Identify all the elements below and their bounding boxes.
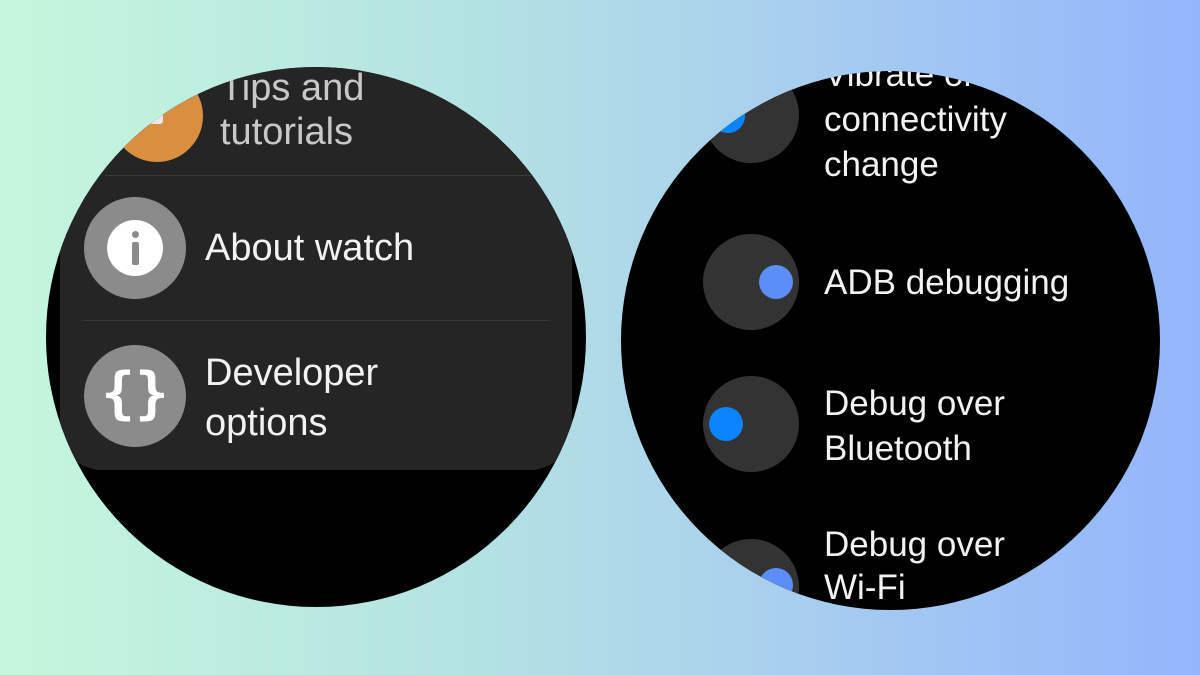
- item-label: About watch: [205, 227, 415, 269]
- item-label: Developer: [205, 352, 379, 394]
- toggle-label: Debug over: [824, 384, 1005, 423]
- divider: [83, 320, 549, 321]
- toggle-label: Debug over: [824, 525, 1005, 564]
- watch-screen-settings: Tips and tutorials About watch {} Develo…: [46, 67, 586, 607]
- toggle-knob: [709, 407, 743, 441]
- toggle-knob: [711, 99, 745, 133]
- toggle-label: Bluetooth: [824, 429, 972, 468]
- lightbulb-icon: [111, 70, 203, 162]
- toggle-label: Wi-Fi: [824, 568, 906, 607]
- item-label: options: [205, 402, 328, 444]
- info-icon: [84, 197, 186, 299]
- toggle-label: ADB debugging: [824, 263, 1070, 302]
- item-label: tutorials: [220, 111, 354, 153]
- toggle-label: change: [824, 145, 939, 184]
- toggle-switch[interactable]: [703, 376, 799, 472]
- code-braces-icon: {}: [84, 345, 186, 447]
- toggle-switch[interactable]: [703, 539, 799, 610]
- toggle-switch[interactable]: [703, 71, 799, 163]
- item-label: Tips and: [220, 67, 365, 109]
- toggle-label: Vibrate on: [824, 71, 983, 94]
- divider: [105, 175, 569, 176]
- toggle-label: connectivity: [824, 100, 1007, 139]
- toggle-switch[interactable]: [703, 234, 799, 330]
- watch-screen-developer-options: Vibrate on connectivity change ADB debug…: [621, 71, 1160, 610]
- toggle-knob: [759, 568, 793, 602]
- toggle-knob: [759, 265, 793, 299]
